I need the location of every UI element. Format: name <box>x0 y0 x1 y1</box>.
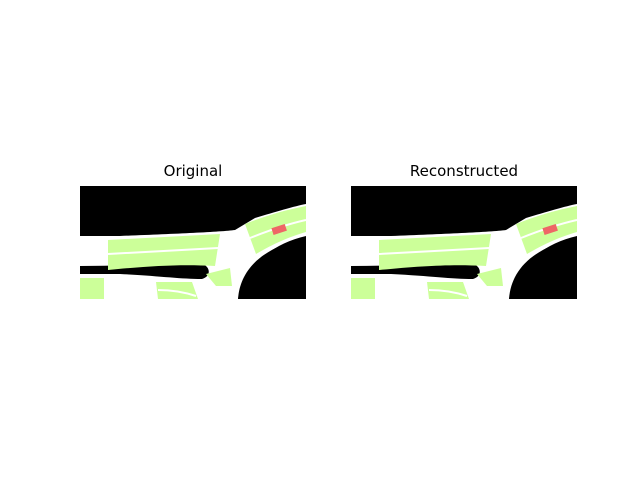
vegetation-patch-left <box>351 278 375 299</box>
lane-line-lower <box>428 289 468 297</box>
vegetation-band-upper <box>379 234 491 270</box>
lane-line <box>378 247 490 255</box>
vegetation-patch-right <box>477 268 503 286</box>
panel-reconstructed <box>351 186 577 299</box>
vehicle <box>271 223 287 235</box>
segmentation-map-reconstructed <box>351 186 577 299</box>
vegetation-patch-left <box>80 278 104 299</box>
dark-region <box>509 238 577 299</box>
vegetation-patch-right <box>206 268 232 286</box>
dark-region <box>238 238 306 299</box>
segmentation-map-original <box>80 186 306 299</box>
vegetation-band-upper <box>108 234 220 270</box>
lane-line <box>107 247 219 255</box>
lane-line-lower <box>157 289 197 297</box>
panel-original <box>80 186 306 299</box>
panel-title-original: Original <box>163 162 223 180</box>
vehicle <box>542 223 558 235</box>
panel-title-reconstructed: Reconstructed <box>409 162 519 180</box>
